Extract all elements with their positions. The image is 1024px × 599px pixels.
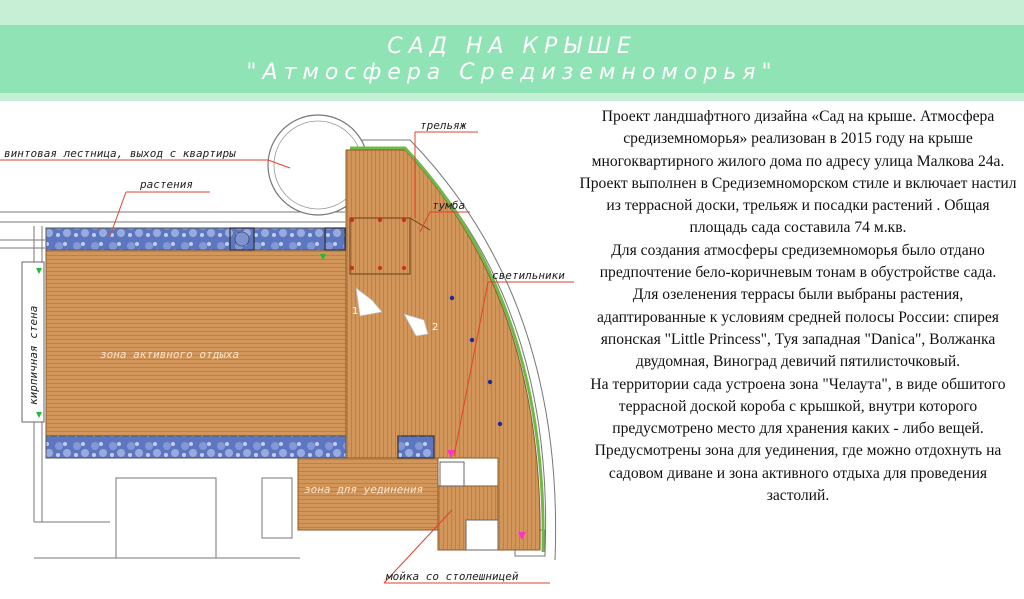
spiral-stair xyxy=(267,114,369,216)
description-paragraph-3: Для озеленения террасы были выбраны раст… xyxy=(597,286,999,371)
label-number-1: 1 xyxy=(352,306,358,317)
planter-top xyxy=(45,227,347,251)
title-banner xyxy=(0,25,1024,93)
description-paragraph-4: На территории сада устроена зона "Челаут… xyxy=(590,375,1006,505)
label-number-2: 2 xyxy=(432,322,438,333)
banner-bottom-strip xyxy=(0,93,1024,101)
project-description: Проект ландшафтного дизайна «Сад на крыш… xyxy=(578,106,1018,507)
label-brick-wall: кирпичная стена xyxy=(27,306,40,405)
planter-bottom xyxy=(45,435,347,459)
cabinet-box xyxy=(439,461,465,487)
direction-arrows xyxy=(355,287,429,337)
brick-wall xyxy=(21,261,45,423)
light-fixtures xyxy=(449,295,503,427)
green-markers xyxy=(36,254,326,418)
deck-privacy-zone xyxy=(297,457,439,531)
garden-plan: 1 2 винтовая лестница, выход с квартиры … xyxy=(0,114,574,584)
planter-top-box xyxy=(229,227,255,251)
banner-top-strip xyxy=(0,0,1024,25)
label-privacy-zone: зона для уединения xyxy=(304,483,423,496)
label-cabinet: тумба xyxy=(432,199,465,212)
deck-active-zone xyxy=(45,249,347,437)
magenta-markers xyxy=(447,450,526,540)
planter-bottom-small xyxy=(397,435,435,459)
label-sink: мойка со столешницей xyxy=(385,570,519,583)
label-spiral-stair: винтовая лестница, выход с квартиры xyxy=(4,147,236,160)
label-trellis: трельяж xyxy=(420,119,467,132)
description-paragraph-1: Проект ландшафтного дизайна «Сад на крыш… xyxy=(579,108,1017,237)
page-subtitle: "Атмосфера Средиземноморья" xyxy=(246,60,778,85)
label-plants: растения xyxy=(139,178,193,191)
hedge-curve xyxy=(350,146,545,553)
label-lights: светильники xyxy=(492,269,565,282)
deck-curved xyxy=(345,149,541,551)
planter-top-box-2 xyxy=(324,227,346,251)
description-paragraph-2: Для создания атмосферы средиземноморья б… xyxy=(599,241,997,282)
red-markers xyxy=(350,218,406,270)
sink-box xyxy=(465,519,499,551)
label-active-zone: зона активного отдыха xyxy=(100,348,239,361)
page-title: САД НА КРЫШЕ xyxy=(387,34,637,59)
callout-lines xyxy=(0,131,574,584)
